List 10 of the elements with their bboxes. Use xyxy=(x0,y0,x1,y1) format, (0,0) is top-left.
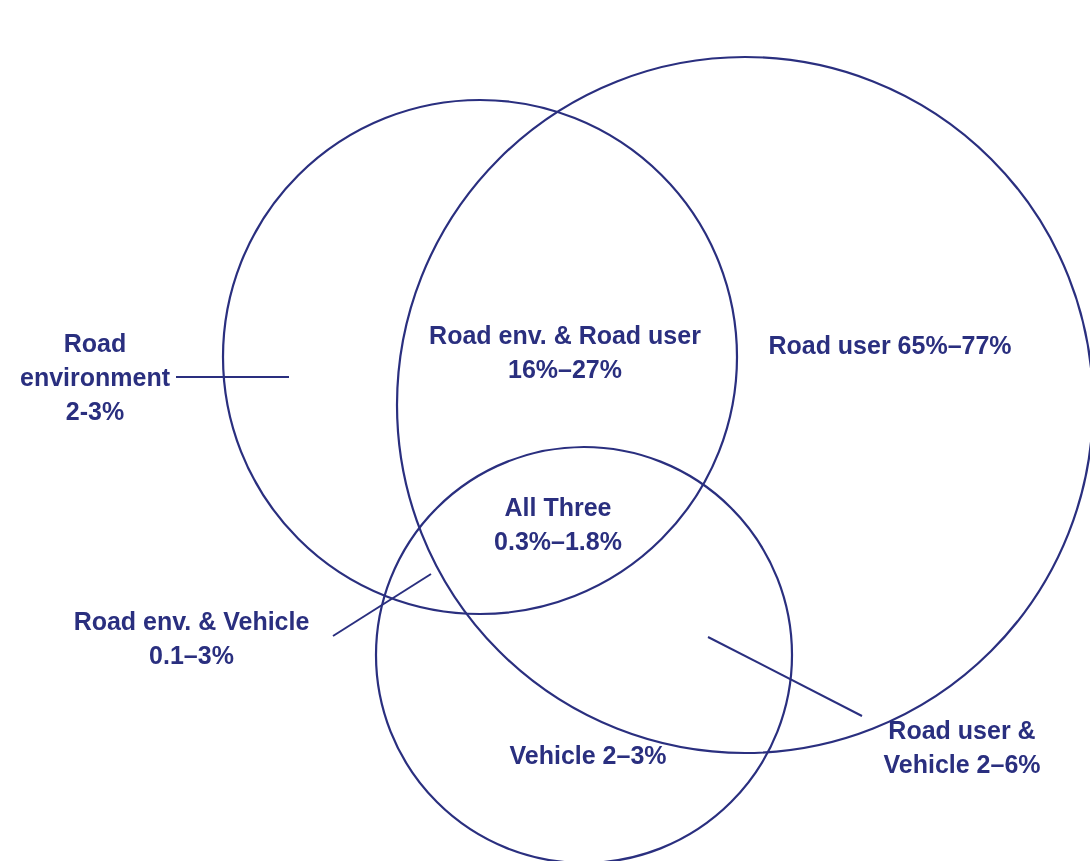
callout-label: Road environment 2-3% xyxy=(19,328,172,427)
callout-label: Road env. & Vehicle 0.1–3% xyxy=(72,606,311,671)
leader-line xyxy=(332,573,432,637)
leader-line xyxy=(707,636,863,717)
region-label: Road user 65%–77% xyxy=(767,330,1013,361)
region-label: Vehicle 2–3% xyxy=(508,740,668,771)
callout-label: Road user & Vehicle 2–6% xyxy=(882,715,1042,780)
leader-line xyxy=(175,376,290,378)
region-label: All Three 0.3%–1.8% xyxy=(493,492,623,557)
region-label: Road env. & Road user 16%–27% xyxy=(428,320,702,385)
